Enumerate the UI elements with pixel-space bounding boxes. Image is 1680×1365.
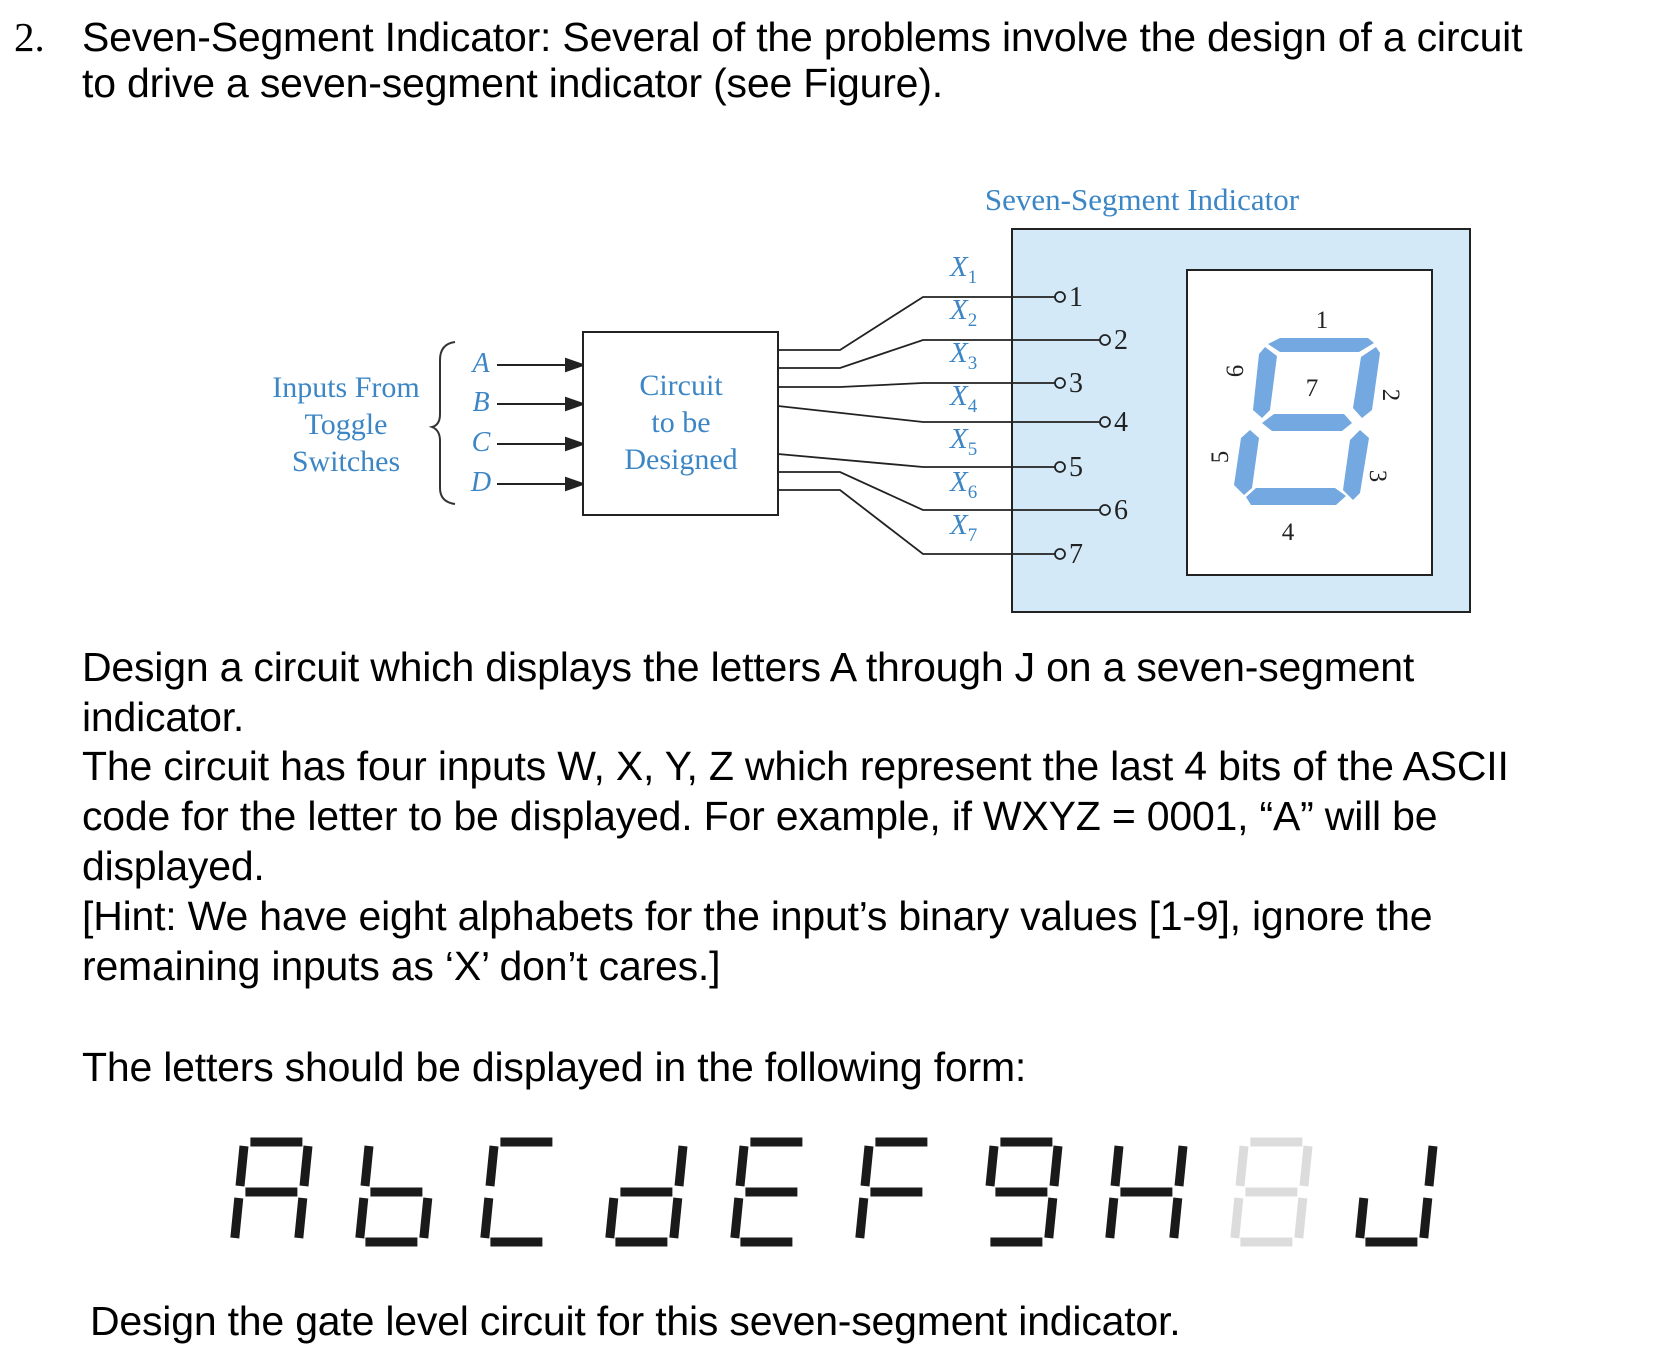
- circuit-label-line-3: Designed: [624, 443, 737, 476]
- circuit-label-line-1: Circuit: [639, 369, 723, 402]
- segment-5: [1234, 430, 1259, 495]
- body-p2-line-3: displayed.: [82, 843, 265, 889]
- output-label-3: X3: [949, 337, 977, 374]
- segment-number-4: 4: [1282, 519, 1295, 546]
- letter-d: [605, 1145, 688, 1247]
- input-C: C: [472, 427, 491, 458]
- input-D: D: [470, 467, 491, 498]
- input-B: B: [472, 387, 489, 418]
- letter-E-segment-6: [735, 1145, 749, 1187]
- letters-display: [230, 1137, 1438, 1247]
- letter-g-segment-6: [985, 1145, 999, 1187]
- letter-I-segment-2: [1299, 1145, 1313, 1187]
- letter-J-segment-2: [1424, 1145, 1438, 1187]
- letter-d-segment-3: [669, 1197, 683, 1239]
- circuit-figure: Seven-Segment Indicator 1 2 3 4 5 6 7 In…: [272, 182, 1471, 613]
- segment-1: [1268, 338, 1374, 352]
- segment-number-7: 7: [1306, 375, 1319, 402]
- question-line-1: Seven-Segment Indicator: Several of the …: [82, 14, 1523, 60]
- pin-1: 1: [1069, 282, 1083, 313]
- letter-I-segment-6: [1235, 1145, 1249, 1187]
- body-p2-line-1: The circuit has four inputs W, X, Y, Z w…: [82, 743, 1509, 789]
- output-label-5: X5: [949, 423, 977, 460]
- output-label-6: X6: [949, 466, 977, 503]
- pin-4: 4: [1114, 407, 1128, 438]
- body-p1-line-1: Design a circuit which displays the lett…: [82, 644, 1415, 690]
- pin-terminals: [1054, 291, 1111, 560]
- body-p5: Design the gate level circuit for this s…: [90, 1298, 1181, 1344]
- inputs-label-line-1: Inputs From: [272, 371, 420, 404]
- question-number: 2.: [14, 14, 45, 60]
- letter-J: [1355, 1145, 1438, 1247]
- letter-A-segment-6: [235, 1145, 249, 1187]
- circuit-box: [582, 331, 779, 516]
- segment-3: [1343, 430, 1369, 500]
- letter-b-segment-3: [419, 1197, 433, 1239]
- segment-7: [1262, 414, 1352, 431]
- segment-number-5: 5: [1207, 451, 1234, 464]
- letter-J-segment-3: [1419, 1197, 1433, 1239]
- letter-F-segment-5: [855, 1197, 869, 1239]
- circuit-label-line-2: to be: [651, 406, 710, 439]
- question-line-2: to drive a seven-segment indicator (see …: [82, 60, 943, 106]
- letter-E: [730, 1137, 803, 1247]
- letter-E-segment-5: [730, 1197, 744, 1239]
- pin-6: 6: [1114, 495, 1128, 526]
- indicator-title: Seven-Segment Indicator: [985, 182, 1300, 217]
- input-A: A: [470, 348, 490, 379]
- letter-g-segment-2: [1049, 1145, 1063, 1187]
- letter-H-segment-6: [1110, 1145, 1124, 1187]
- letter-I: [1230, 1137, 1313, 1247]
- inputs-brace: [428, 341, 456, 505]
- segment-number-1: 1: [1316, 307, 1329, 334]
- letter-F: [855, 1137, 928, 1239]
- pin-5: 5: [1069, 452, 1083, 483]
- letter-C-segment-6: [485, 1145, 499, 1187]
- output-label-7: X7: [949, 509, 977, 546]
- letter-I-segment-3: [1294, 1197, 1308, 1239]
- letter-A-segment-5: [230, 1197, 244, 1239]
- letter-A-segment-2: [299, 1145, 313, 1187]
- letter-C-segment-5: [480, 1197, 494, 1239]
- letter-I-segment-5: [1230, 1197, 1244, 1239]
- letter-d-segment-5: [605, 1197, 619, 1239]
- output-label-2: X2: [949, 294, 977, 331]
- body-p3-line-1: [Hint: We have eight alphabets for the i…: [82, 893, 1433, 939]
- letter-F-segment-6: [860, 1145, 874, 1187]
- letter-C: [480, 1137, 553, 1247]
- inputs-label-line-2: Toggle: [305, 408, 388, 441]
- body-p4: The letters should be displayed in the f…: [82, 1044, 1027, 1090]
- output-label-1: X1: [949, 251, 977, 288]
- letter-H-segment-3: [1169, 1197, 1183, 1239]
- body-p1-line-2: indicator.: [82, 694, 245, 740]
- letter-A-segment-3: [294, 1197, 308, 1239]
- output-label-4: X4: [949, 380, 978, 417]
- letter-d-segment-2: [674, 1145, 688, 1187]
- segment-number-2: 2: [1377, 389, 1404, 402]
- pin-7: 7: [1069, 539, 1083, 570]
- body-p2-line-2: code for the letter to be displayed. For…: [82, 793, 1438, 839]
- letter-H: [1105, 1145, 1188, 1239]
- body-p3-line-2: remaining inputs as ‘X’ don’t cares.]: [82, 943, 721, 989]
- letter-b: [355, 1145, 433, 1247]
- letter-A: [230, 1137, 313, 1239]
- segment-6: [1253, 347, 1277, 418]
- pin-3: 3: [1069, 368, 1083, 399]
- input-arrows: [497, 357, 587, 492]
- segment-number-3: 3: [1364, 470, 1391, 483]
- letter-H-segment-2: [1174, 1145, 1188, 1187]
- inputs-label-line-3: Switches: [292, 445, 400, 478]
- segment-number-6: 6: [1222, 365, 1249, 378]
- letter-b-segment-6: [360, 1145, 374, 1187]
- pin-2: 2: [1114, 325, 1128, 356]
- seven-segment-digit: [1234, 338, 1380, 505]
- output-wires: [777, 296, 1100, 555]
- letter-H-segment-5: [1105, 1197, 1119, 1239]
- letter-J-segment-5: [1355, 1197, 1369, 1239]
- letter-g: [985, 1137, 1063, 1247]
- segment-4: [1246, 488, 1346, 505]
- segment-2: [1353, 347, 1380, 418]
- letter-g-segment-3: [1044, 1197, 1058, 1239]
- letter-b-segment-5: [355, 1197, 369, 1239]
